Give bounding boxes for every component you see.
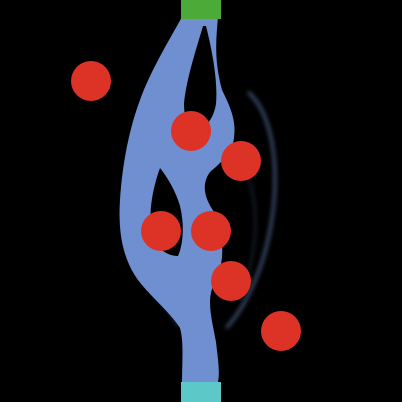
fluid-source-block: [181, 0, 221, 19]
stream-gap-top: [184, 26, 217, 132]
obstacle-ball[interactable]: [71, 61, 111, 101]
obstacle-group: [71, 61, 301, 351]
fluid-glow-arc: [225, 91, 277, 329]
obstacle-ball[interactable]: [211, 261, 251, 301]
obstacle-ball[interactable]: [261, 311, 301, 351]
obstacle-ball[interactable]: [191, 211, 231, 251]
obstacle-ball[interactable]: [141, 211, 181, 251]
fluid-sink-block: [181, 382, 221, 402]
obstacle-ball[interactable]: [171, 111, 211, 151]
obstacle-ball[interactable]: [221, 141, 261, 181]
